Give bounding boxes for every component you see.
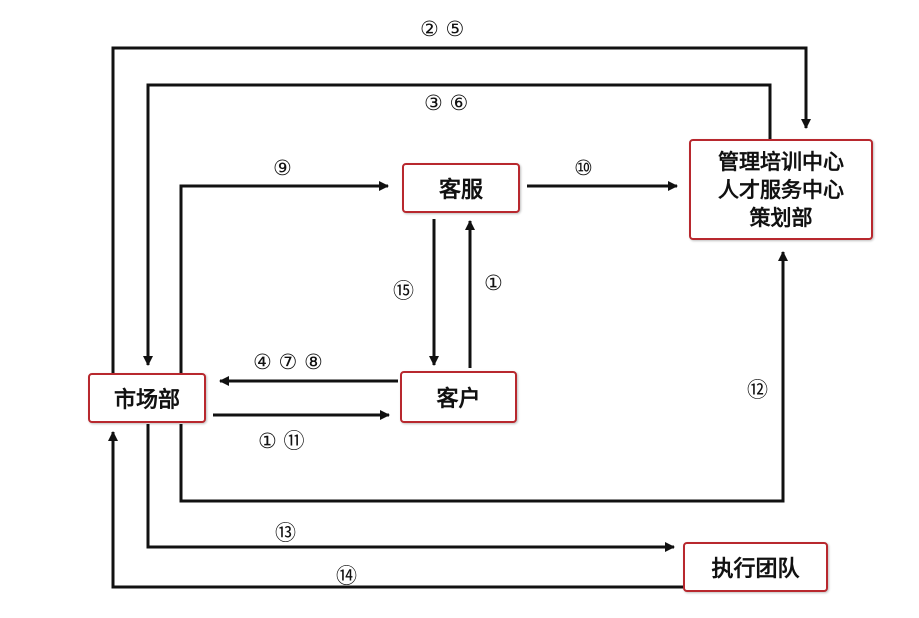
- arrow-market-to-exec-13: [146, 424, 675, 552]
- label-14: ⑭: [336, 564, 357, 588]
- node-client-label: 客户: [436, 386, 481, 412]
- label-1-up: ①: [484, 271, 503, 295]
- node-center: 管理培训中心 人才服务中心 策划部: [689, 139, 873, 240]
- arrow-exec-to-market-14: [108, 431, 683, 589]
- label-13: ⑬: [275, 521, 296, 545]
- node-center-line2: 人才服务中心: [718, 176, 844, 202]
- node-service: 客服: [402, 163, 520, 213]
- arrow-center-to-market-3-6: [143, 83, 772, 366]
- label-10: ⑩: [574, 156, 593, 180]
- label-2-5: ② ⑤: [420, 17, 465, 41]
- node-exec-label: 执行团队: [711, 556, 800, 582]
- label-1-11: ① ⑪: [258, 429, 305, 453]
- node-market: 市场部: [88, 373, 206, 423]
- node-service-label: 客服: [438, 177, 483, 203]
- label-4-7-8: ④ ⑦ ⑧: [253, 350, 323, 374]
- label-9: ⑨: [273, 156, 292, 180]
- node-client: 客户: [400, 371, 517, 423]
- label-3-6: ③ ⑥: [424, 91, 469, 115]
- label-12: ⑫: [747, 378, 768, 402]
- node-center-line3: 策划部: [749, 204, 813, 230]
- label-15: ⑮: [393, 279, 414, 303]
- node-exec: 执行团队: [683, 542, 828, 592]
- node-market-label: 市场部: [113, 387, 180, 413]
- arrow-market-to-center-2-5: [111, 46, 811, 375]
- arrow-market-to-center-12: [179, 251, 788, 503]
- arrow-market-to-service-9: [179, 181, 389, 375]
- node-center-line1: 管理培训中心: [718, 148, 844, 174]
